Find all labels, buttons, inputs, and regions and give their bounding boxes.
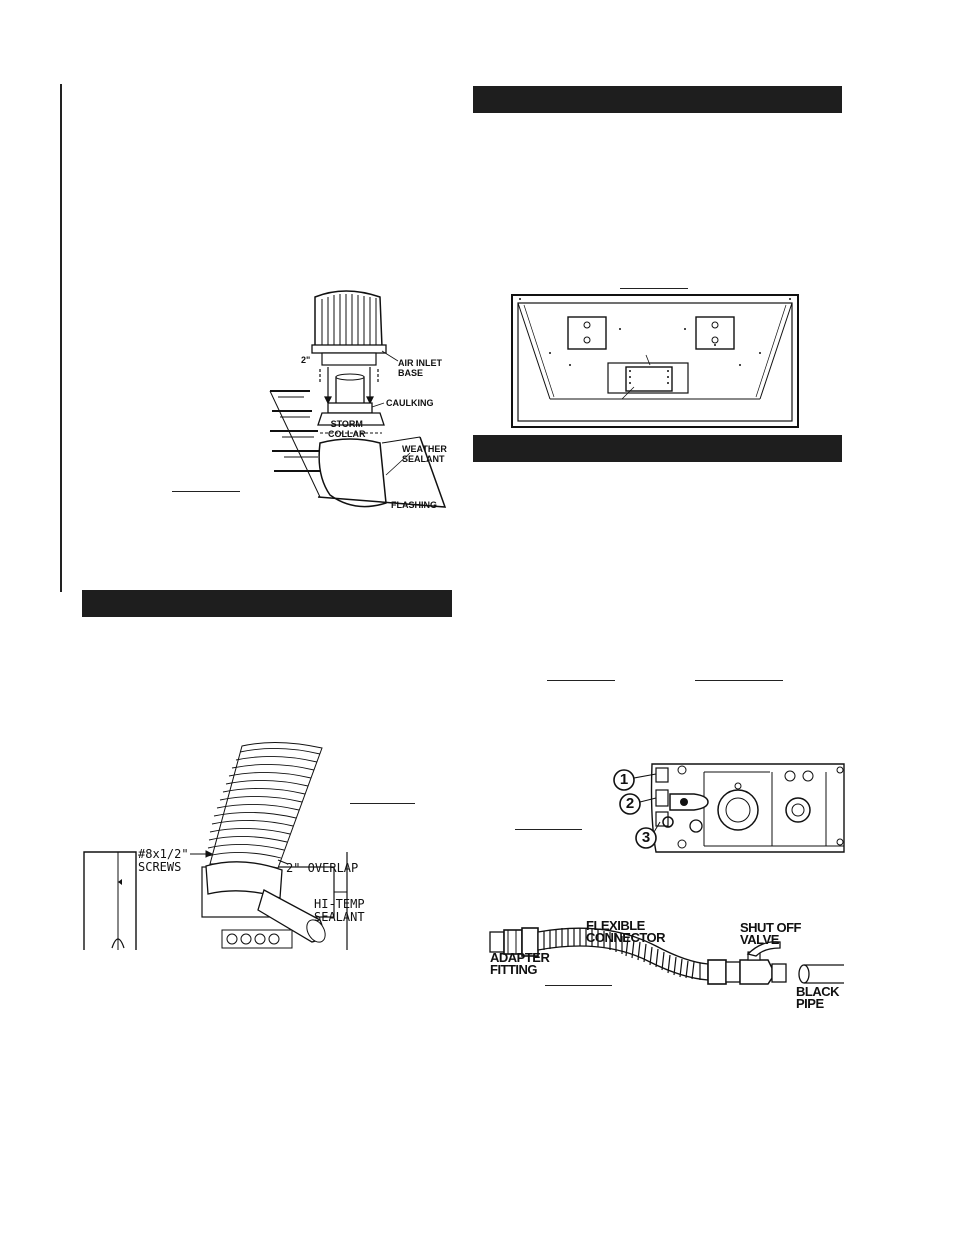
firebox-panel-drawing: [511, 294, 799, 428]
section-header-bar-right-top: [473, 86, 842, 113]
dimension-label-2in: 2": [301, 355, 311, 365]
firebox-panel-figure: [510, 293, 800, 431]
gas-connection-drawing: [489, 927, 844, 985]
flexible-connector-label: FLEXIBLE CONNECTOR: [586, 918, 666, 945]
gas-connection-figure: ADAPTER FITTING FLEXIBLE CONNECTOR SHUT …: [486, 916, 846, 1012]
screws-label: #8x1/2" SCREWS: [138, 847, 189, 874]
figure-caption-rule: [172, 491, 240, 492]
vent-pipe-drawing: [83, 741, 348, 950]
vent-termination-figure: 2" AIR INLET BASE CAULKING STORM COLLAR …: [260, 285, 470, 515]
overlap-label: 2" OVERLAP: [286, 861, 359, 875]
margin-rule: [60, 84, 62, 592]
section-header-bar-right-mid: [473, 435, 842, 462]
callout-3: 3: [641, 829, 651, 846]
callout-2: 2: [625, 795, 635, 812]
figure-caption-rule: [545, 985, 612, 986]
shut-off-valve-label: SHUT OFF VALVE: [740, 920, 802, 947]
figure-caption-rule: [515, 829, 582, 830]
caulking-label: CAULKING: [386, 398, 434, 408]
storm-collar-label: STORM COLLAR: [328, 419, 366, 439]
flashing-label: FLASHING: [391, 500, 437, 510]
vent-termination-drawing: [269, 290, 447, 508]
hi-temp-sealant-label: HI-TEMP SEALANT: [314, 897, 365, 924]
section-header-bar-left: [82, 590, 452, 617]
weather-sealant-label: WEATHER SEALANT: [402, 444, 447, 464]
black-pipe-label: BLACK PIPE: [796, 984, 840, 1011]
callout-1: 1: [619, 771, 629, 788]
gas-valve-drawing: [613, 763, 845, 853]
figure-caption-rule: [695, 680, 783, 681]
figure-caption-rule: [547, 680, 615, 681]
figure-caption-rule: [350, 803, 415, 804]
adapter-fitting-label: ADAPTER FITTING: [490, 950, 550, 977]
vent-pipe-figure: #8x1/2" SCREWS 2" OVERLAP HI-TEMP SEALAN…: [82, 741, 382, 952]
figure-caption-rule: [620, 288, 688, 289]
air-inlet-base-label: AIR INLET BASE: [398, 358, 442, 378]
gas-valve-figure: 1 2 3: [612, 760, 848, 856]
